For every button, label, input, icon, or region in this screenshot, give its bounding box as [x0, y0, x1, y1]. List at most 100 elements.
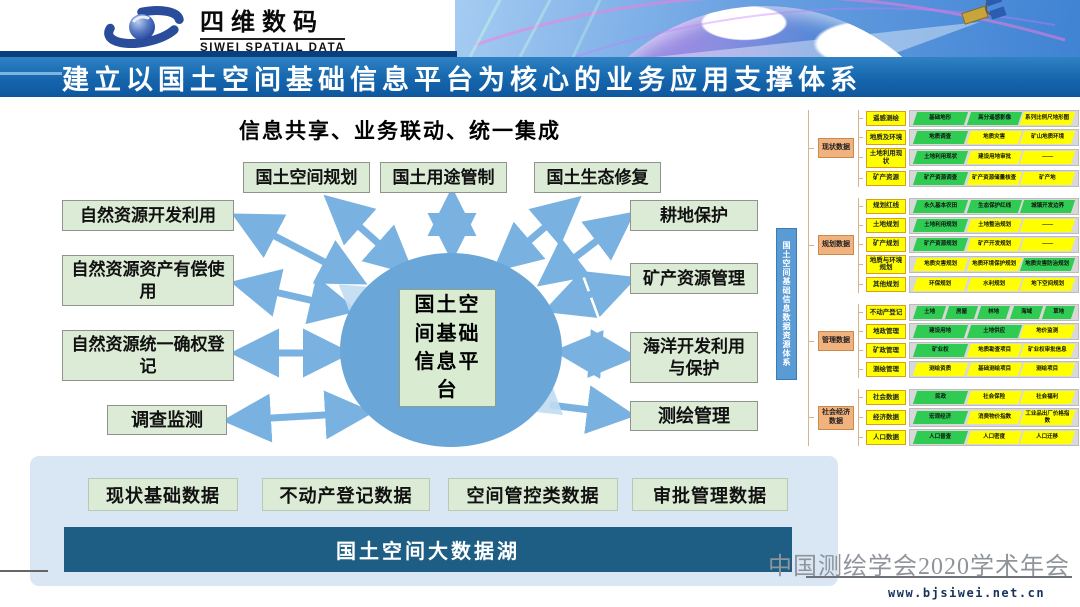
- tree-row-items: 矿产资源规划矿产开发规划——: [909, 235, 1079, 253]
- data-item: 社会福利: [1020, 391, 1076, 405]
- tree-row: 矿产资源矿产资源调查矿产资源储量核查矿产地: [864, 169, 1079, 187]
- spoke-left-1: 自然资源开发利用: [62, 200, 234, 231]
- spoke-right-2: 矿产资源管理: [630, 263, 758, 294]
- header-banner: [455, 0, 1080, 57]
- data-item: 土地: [912, 306, 947, 320]
- data-item: 地质灾害防治规划: [1020, 257, 1076, 271]
- diagram-subtitle: 信息共享、业务联动、统一集成: [239, 120, 561, 143]
- data-item: 测绘项目: [1020, 363, 1076, 377]
- tree-row-items: 土地房屋林地海域草地: [909, 304, 1079, 322]
- tree-group: 管理数据不动产登记土地房屋林地海域草地地政管理建设用地土地供应地价监测矿政管理矿…: [815, 304, 1079, 379]
- tree-row-items: 矿业权地质勘查项目矿业权审批信息: [909, 342, 1079, 360]
- data-item: 人口密度: [966, 431, 1022, 445]
- tree-row-label: 土地规划: [866, 217, 906, 233]
- tree-row: 地政管理建设用地土地供应地价监测: [864, 323, 1079, 341]
- tree-row: 矿政管理矿业权地质勘查项目矿业权审批信息: [864, 342, 1079, 360]
- data-item: 宏观经济: [912, 411, 968, 425]
- website-url: www.bjsiwei.net.cn: [888, 586, 1046, 600]
- swoosh-eye-icon: [104, 6, 184, 48]
- data-box-4: 审批管理数据: [632, 478, 788, 511]
- tree-row-label: 地政管理: [866, 324, 906, 340]
- tree-row-label: 规划红线: [866, 198, 906, 214]
- data-item: 土地整治规划: [966, 218, 1022, 232]
- data-item: 永久基本农田: [912, 199, 968, 213]
- data-item: 海域: [1009, 306, 1043, 320]
- title-bar: 建立以国土空间基础信息平台为核心的业务应用支撑体系: [0, 57, 1080, 97]
- data-item: ——: [1020, 151, 1076, 165]
- tree-row-items: 环保规划水利规划地下空间规划: [909, 276, 1079, 294]
- tree-row-label: 不动产登记: [866, 305, 906, 321]
- data-item: 房屋: [945, 306, 979, 320]
- watermark: 中国测绘学会2020学术年会: [768, 554, 1070, 580]
- data-item: 地质勘查项目: [966, 344, 1022, 358]
- tree-row-items: 永久基本农田生态保护红线城镇开发边界: [909, 197, 1079, 215]
- spoke-left-4: 调查监测: [107, 405, 227, 435]
- tree-row: 人口数据人口普查人口密度人口迁移: [864, 429, 1079, 447]
- tree-row: 测绘管理测绘资质基础测绘项目测绘项目: [864, 361, 1079, 379]
- company-logo: 四维数码 SIWEI SPATIAL DATA: [98, 2, 346, 54]
- data-item: 地下空间规划: [1020, 278, 1076, 292]
- tree-group: 规划数据规划红线永久基本农田生态保护红线城镇开发边界土地规划土地利用规划土地整治…: [815, 197, 1079, 294]
- tree-row: 矿产规划矿产资源规划矿产开发规划——: [864, 235, 1079, 253]
- spoke-right-3: 海洋开发利用与保护: [630, 332, 758, 383]
- tree-group-label: 现状数据: [818, 138, 854, 159]
- tree-row-items: 民政社会保险社会福利: [909, 389, 1079, 407]
- data-item: 水利规划: [966, 278, 1022, 292]
- data-item: 土地利用规划: [912, 218, 968, 232]
- tree-row: 地质与环境规划地质灾害规划地质环境保护规划地质灾害防治规划: [864, 254, 1079, 275]
- data-item: 矿产地: [1020, 171, 1076, 185]
- tree-row-label: 其他规划: [866, 277, 906, 293]
- spoke-right-4: 测绘管理: [630, 401, 758, 431]
- spoke-left-3: 自然资源统一确权登记: [62, 330, 234, 381]
- tree-row-label: 经济数据: [866, 410, 906, 426]
- data-item: 人口迁移: [1020, 431, 1076, 445]
- data-item: 人口普查: [912, 431, 968, 445]
- tree-row-label: 社会数据: [866, 390, 906, 406]
- tree-row-label: 矿政管理: [866, 343, 906, 359]
- tree-row-label: 地质及环境: [866, 130, 906, 145]
- tree-row-items: 基础地形高分遥感影像系列比例尺地形图: [909, 110, 1079, 127]
- spoke-top-3: 国土生态修复: [534, 162, 661, 193]
- tree-row: 规划红线永久基本农田生态保护红线城镇开发边界: [864, 197, 1079, 215]
- data-box-2: 不动产登记数据: [262, 478, 430, 511]
- data-box-1: 现状基础数据: [88, 478, 238, 511]
- tree-row: 经济数据宏观经济消费物价指数工业品出厂价格指数: [864, 408, 1079, 428]
- tree-group: 现状数据遥感测绘基础地形高分遥感影像系列比例尺地形图地质及环境地质调查地质灾害矿…: [815, 110, 1079, 187]
- data-item: 测绘资质: [912, 363, 968, 377]
- data-item: 地质灾害: [966, 131, 1022, 144]
- tree-group-label: 社会经济数据: [818, 406, 854, 430]
- tree-group-rows: 规划红线永久基本农田生态保护红线城镇开发边界土地规划土地利用规划土地整治规划——…: [858, 197, 1079, 294]
- tree-row: 其他规划环保规划水利规划地下空间规划: [864, 276, 1079, 294]
- tree-row-items: 测绘资质基础测绘项目测绘项目: [909, 361, 1079, 379]
- data-item: 高分遥感影像: [966, 112, 1022, 125]
- data-tree-groups: 现状数据遥感测绘基础地形高分遥感影像系列比例尺地形图地质及环境地质调查地质灾害矿…: [808, 110, 1079, 447]
- data-item: 地质灾害规划: [912, 257, 968, 271]
- data-item: 地质调查: [912, 131, 968, 144]
- tree-group-rows: 不动产登记土地房屋林地海域草地地政管理建设用地土地供应地价监测矿政管理矿业权地质…: [858, 304, 1079, 379]
- header-divider: [0, 51, 457, 57]
- tree-row-items: 土地利用规划土地整治规划——: [909, 216, 1079, 234]
- data-box-3: 空间管控类数据: [448, 478, 618, 511]
- tree-row-items: 地质灾害规划地质环境保护规划地质灾害防治规划: [909, 255, 1079, 273]
- data-item: 社会保险: [966, 391, 1022, 405]
- data-item: 环保规划: [912, 278, 968, 292]
- watermark-underline: [806, 576, 1072, 578]
- data-item: 矿产资源调查: [912, 171, 968, 185]
- tree-row: 社会数据民政社会保险社会福利: [864, 389, 1079, 407]
- data-item: 地价监测: [1020, 325, 1076, 339]
- hub-label: 国土空间基础信息平台: [399, 289, 496, 407]
- data-item: ——: [1020, 218, 1076, 232]
- tree-group-rows: 社会数据民政社会保险社会福利经济数据宏观经济消费物价指数工业品出厂价格指数人口数…: [858, 389, 1079, 447]
- tree-row: 地质及环境地质调查地质灾害矿山地质环境: [864, 129, 1079, 146]
- logo-text: 四维数码 SIWEI SPATIAL DATA: [200, 2, 346, 54]
- data-item: 生态保护红线: [966, 199, 1022, 213]
- data-item: 矿业权: [912, 344, 968, 358]
- tree-row: 土地规划土地利用规划土地整治规划——: [864, 216, 1079, 234]
- data-item: 矿业权审批信息: [1020, 344, 1076, 358]
- spoke-top-2: 国土用途管制: [380, 162, 507, 193]
- data-item: 系列比例尺地形图: [1020, 112, 1076, 125]
- data-item: 林地: [977, 306, 1011, 320]
- header-decor: [468, 0, 1066, 57]
- tree-row-items: 建设用地土地供应地价监测: [909, 323, 1079, 341]
- tree-row-label: 矿产资源: [866, 170, 906, 186]
